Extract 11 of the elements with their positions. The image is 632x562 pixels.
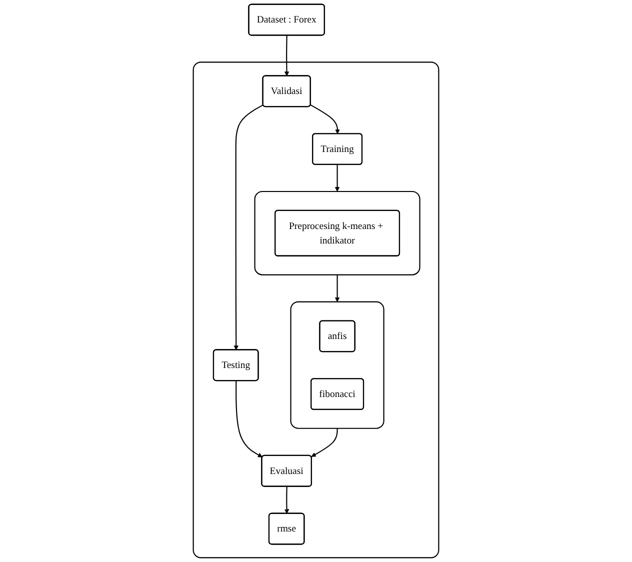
arrow	[334, 164, 340, 192]
arrow	[284, 35, 290, 76]
arrow	[236, 380, 262, 458]
arrow	[311, 428, 338, 457]
arrow	[284, 486, 290, 514]
arrow	[310, 104, 340, 134]
cluster	[290, 301, 384, 429]
arrow	[234, 104, 264, 350]
cluster	[254, 190, 420, 276]
arrow	[334, 274, 340, 302]
cluster	[192, 62, 440, 558]
